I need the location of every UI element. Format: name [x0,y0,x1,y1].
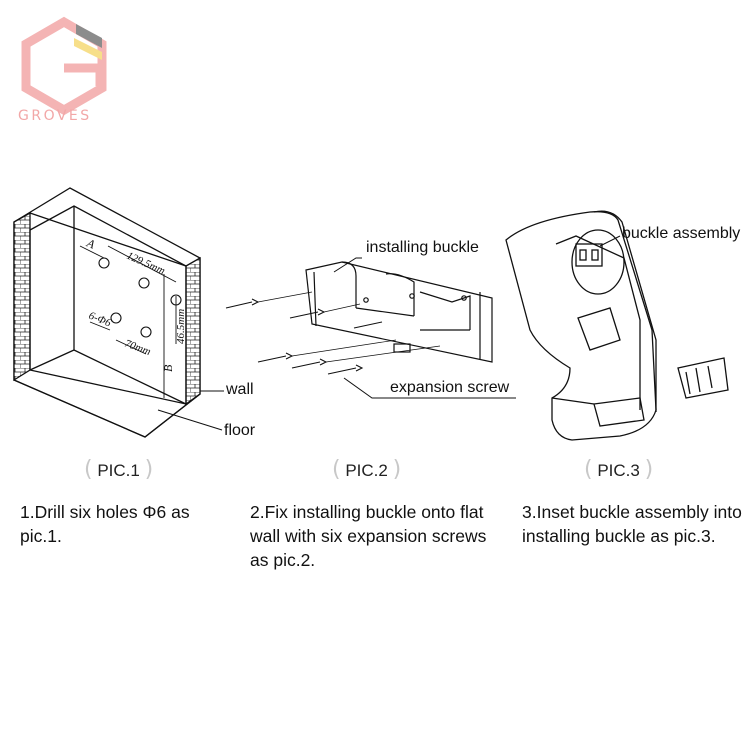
floor-edge [29,349,187,405]
dimension-129: 129.5mm [125,250,167,278]
wall-top-edge [29,212,187,267]
dimension-lines [79,245,177,398]
pic1-leader-lines [157,390,224,431]
pic3-label-text: PIC.3 [597,461,640,480]
drill-hole [110,312,122,324]
left-brick-pillar [13,211,31,382]
dimension-hole: 6-Φ6 [87,310,113,330]
installing-buckle-plate [305,261,493,363]
buckle-clip [393,343,411,353]
screw [291,358,328,369]
dispenser-shell [505,211,657,441]
logo-gray-stripe [76,24,102,48]
groves-logo [21,16,107,116]
screw [353,321,383,329]
screw [257,352,294,363]
dispenser-inner-wall [555,235,641,410]
logo-g-bar [64,63,105,86]
drop-tray [593,397,645,427]
buckle-inner-edge [313,271,317,327]
buckle-assembly-callout: buckle assembly [622,225,741,242]
installing-buckle-callout: installing buckle [366,239,479,256]
pump-outlet [577,307,621,351]
pic3-label: ( PIC.3 ) [584,457,654,482]
right-brick-pillar [185,256,201,406]
pic1-wall-drawing [13,187,201,438]
expansion-screw-callout: expansion screw [390,379,510,396]
buckle-hook-left [341,261,357,308]
step-1-text: 1.Drill six holes Φ6 as pic.1. [20,502,190,546]
buckle-slot-right [591,249,599,261]
screw-guide-lines [257,291,441,363]
drill-hole [138,277,150,289]
dimension-b: B [161,364,175,372]
floor-front [13,379,201,438]
floor-callout: floor [224,422,256,439]
pic2-label-text: PIC.2 [345,461,388,480]
wall-outer [13,187,201,438]
buckle-assembly [575,243,603,267]
back-wall [29,205,187,405]
detached-buckle [677,357,729,399]
drill-hole [98,257,110,269]
pic2-drawing [225,261,493,375]
expansion-screws [225,298,383,375]
pic1-label-text: PIC.1 [97,461,140,480]
step-2-text: 2.Fix installing buckle onto flat wall w… [250,502,487,570]
pic3-leader-line [599,235,621,247]
wall-callout: wall [226,381,254,398]
drill-hole [140,326,152,338]
dimension-46: 46.5mm [175,309,187,344]
screw [327,364,364,375]
screw [225,298,260,309]
screw [289,308,326,319]
buckle-slot-left [579,249,587,261]
logo-text: GROVES [18,108,92,124]
pic1-label: ( PIC.1 ) [84,457,154,482]
pic2-leader-lines [333,257,516,399]
pic2-label: ( PIC.2 ) [332,457,402,482]
dispenser-cavity [571,229,625,295]
dispenser-front [593,210,657,412]
logo-yellow-stripe [74,38,102,60]
buckle-hook-mid [385,273,415,316]
dimension-70: 70mm [123,338,152,358]
buckle-hook-right [419,291,471,330]
drill-holes [98,257,182,338]
step-3-text: 3.Inset buckle assembly into installing … [522,502,742,546]
pic3-drawing [505,210,729,441]
